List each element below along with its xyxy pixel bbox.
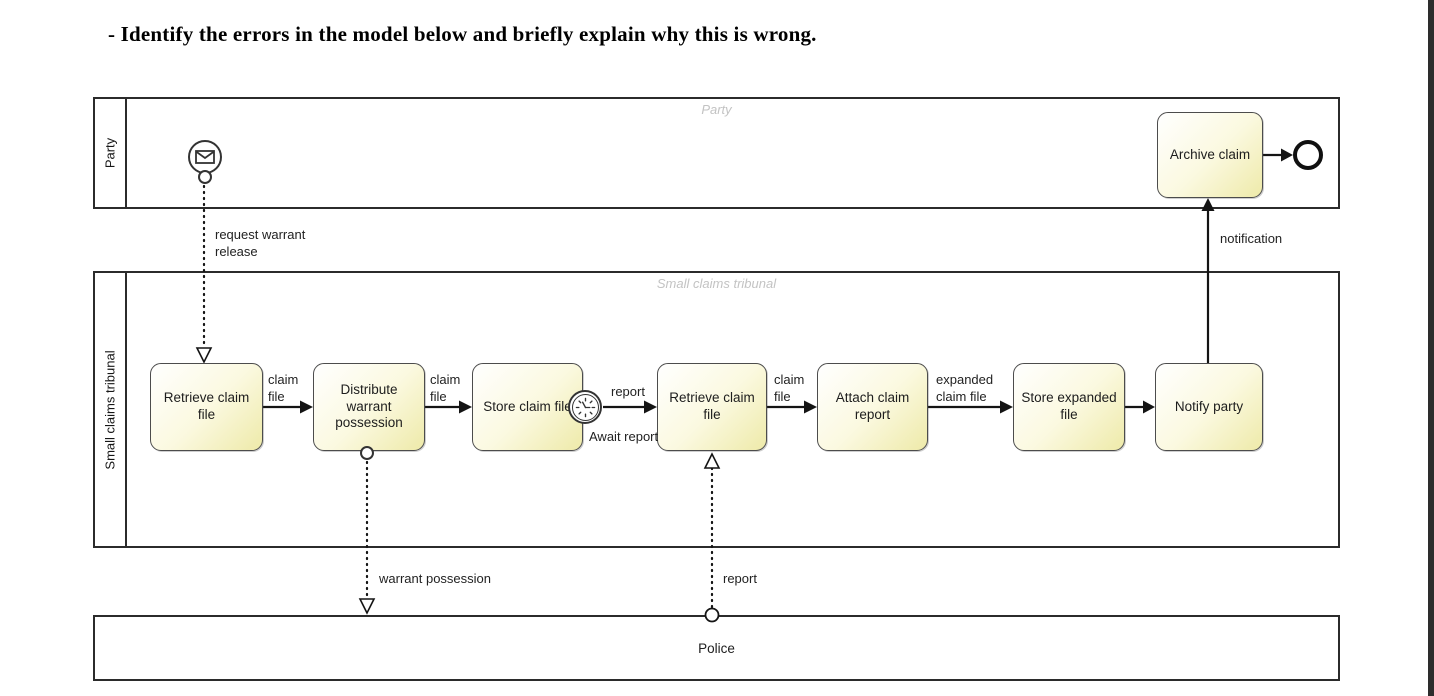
pool-party-lane-label: Party xyxy=(102,137,118,169)
task-store-expanded-file: Store expanded file xyxy=(1013,363,1125,451)
task-retrieve-claim-file-2: Retrieve claim file xyxy=(657,363,767,451)
pool-police-label: Police xyxy=(698,640,735,656)
label-claim-file-2: claim file xyxy=(430,372,461,405)
page-right-border xyxy=(1428,0,1434,696)
timer-inner-ring xyxy=(571,393,599,421)
pool-police: Police xyxy=(93,615,1340,681)
label-await-report: Await report xyxy=(589,429,659,444)
label-notification: notification xyxy=(1220,231,1283,246)
timer-boundary-event xyxy=(568,390,602,424)
pool-tribunal-lane-label: Small claims tribunal xyxy=(102,349,118,470)
message-start-event xyxy=(188,140,222,174)
message-origin-node xyxy=(360,446,374,460)
pool-party: Party Party xyxy=(93,97,1340,209)
timer-clock-icon xyxy=(575,397,595,417)
label-expanded-claim-file: expanded claim file xyxy=(936,372,994,405)
message-envelope-icon xyxy=(195,150,215,164)
pool-tribunal-lane-band: Small claims tribunal xyxy=(95,273,127,546)
task-notify-party: Notify party xyxy=(1155,363,1263,451)
end-event xyxy=(1293,140,1323,170)
task-archive-claim: Archive claim xyxy=(1157,112,1263,198)
label-warrant-possession: warrant possession xyxy=(379,571,491,586)
label-claim-file-1: claim file xyxy=(268,372,299,405)
task-store-claim-file: Store claim file xyxy=(472,363,583,451)
task-retrieve-claim-file-1: Retrieve claim file xyxy=(150,363,263,451)
pool-party-lane-band: Party xyxy=(95,99,127,207)
task-distribute-warrant-possession: Distribute warrant possession xyxy=(313,363,425,451)
pool-party-annotation: Party xyxy=(701,102,732,117)
pool-tribunal-annotation: Small claims tribunal xyxy=(656,276,777,291)
label-report-message: report xyxy=(723,571,757,586)
label-request-warrant-release: request warrant release xyxy=(215,227,306,260)
message-start-origin-node xyxy=(198,170,212,184)
label-claim-file-3: claim file xyxy=(774,372,805,405)
label-report-sequence: report xyxy=(611,384,645,399)
task-attach-claim-report: Attach claim report xyxy=(817,363,928,451)
question-title: - Identify the errors in the model below… xyxy=(108,22,817,46)
